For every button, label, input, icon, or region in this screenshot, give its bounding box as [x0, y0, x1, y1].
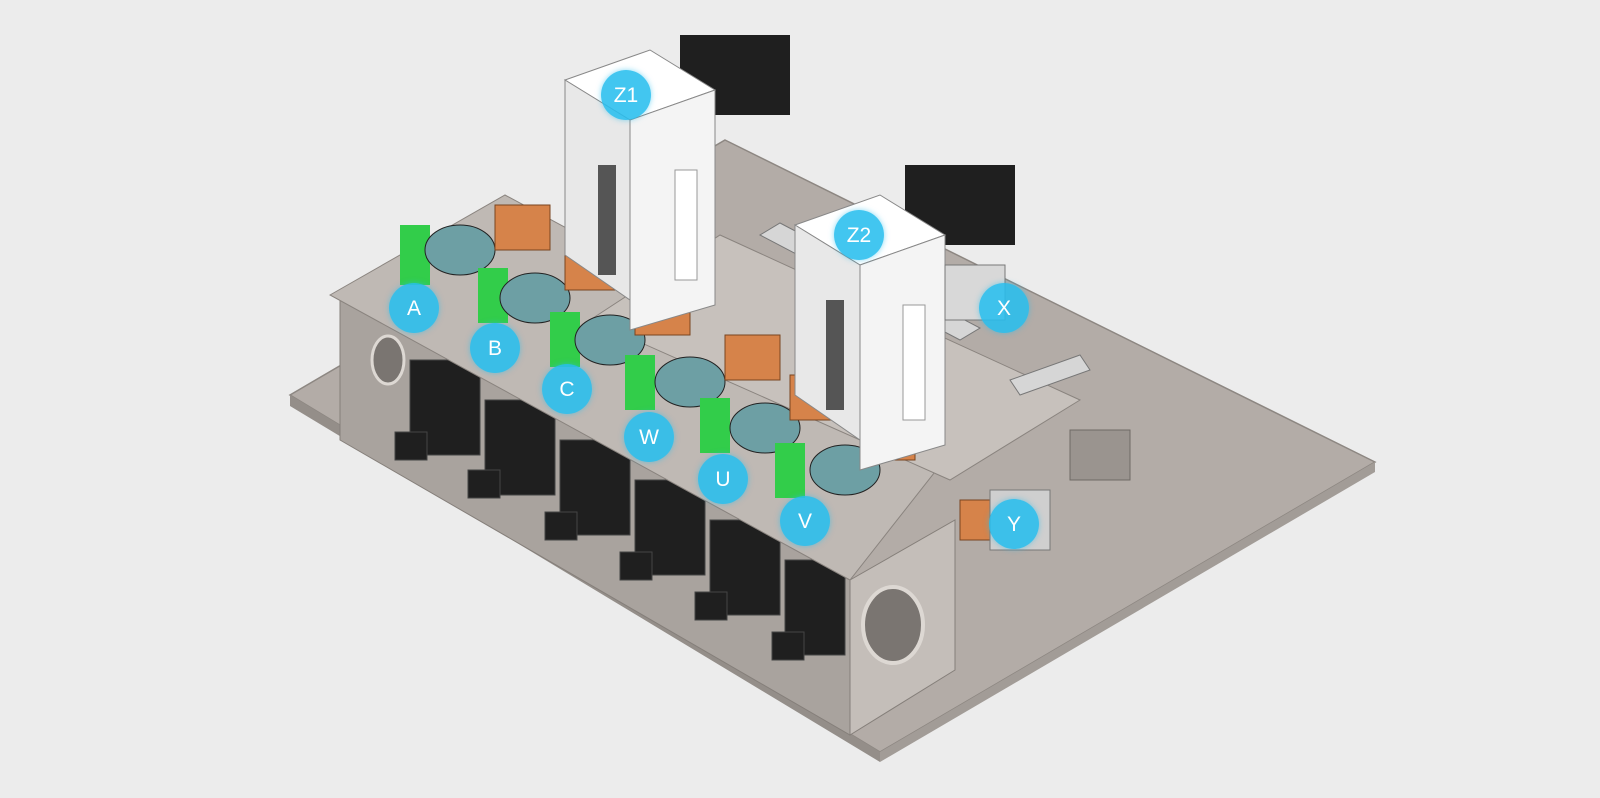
axis-marker-y-label: Y	[1006, 512, 1021, 536]
bench-motors	[394, 359, 846, 661]
axis-marker-c-label: C	[559, 377, 575, 401]
axis-marker-u-label: U	[715, 467, 731, 491]
right-wall-bore	[861, 585, 925, 665]
axis-marker-z2-label: Z2	[846, 223, 872, 247]
axis-marker-x-label: X	[996, 296, 1011, 320]
fixtures	[400, 224, 881, 498]
axis-marker-b: B	[470, 323, 520, 373]
axis-marker-z1-label: Z1	[613, 83, 639, 107]
axis-marker-b-label: B	[487, 336, 502, 360]
base-plate-side-edge	[880, 462, 1375, 762]
rail-y	[1009, 354, 1091, 396]
axis-marker-w-label: W	[639, 425, 659, 449]
axis-marker-a: A	[389, 283, 439, 333]
axis-marker-w: W	[624, 412, 674, 462]
axis-marker-z2: Z2	[834, 210, 884, 260]
axis-marker-c: C	[542, 364, 592, 414]
axis-marker-v: V	[780, 496, 830, 546]
axis-marker-u: U	[698, 454, 748, 504]
axis-marker-a-label: A	[406, 296, 421, 320]
axis-marker-z1: Z1	[601, 70, 651, 120]
axis-marker-v-label: V	[797, 509, 812, 533]
axis-marker-x: X	[979, 283, 1029, 333]
left-wall-bore	[370, 334, 406, 386]
axis-marker-y: Y	[989, 499, 1039, 549]
